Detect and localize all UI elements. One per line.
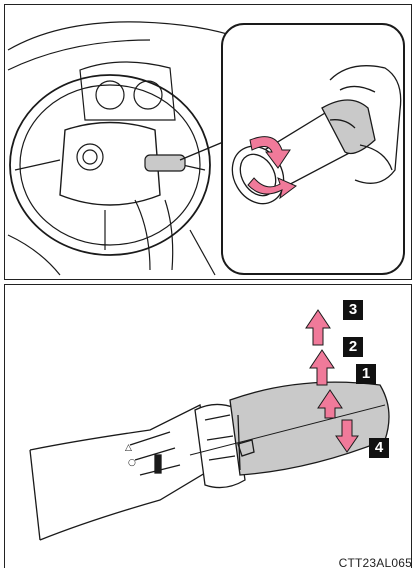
step-badge-4: 4	[369, 438, 389, 458]
figure-code: CTT23AL065	[339, 556, 412, 570]
step-badge-2: 2	[343, 337, 363, 357]
step-badge-1: 1	[356, 364, 376, 384]
step-badge-3: 3	[343, 300, 363, 320]
lever-panel	[4, 284, 412, 568]
dashboard-drawing	[8, 22, 240, 275]
